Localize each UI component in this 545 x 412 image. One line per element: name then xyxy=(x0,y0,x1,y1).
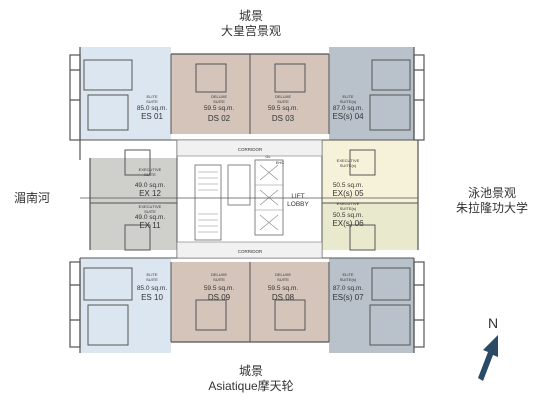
unit-code: EX(s) 06 xyxy=(332,219,364,228)
unit-ex12-fill xyxy=(90,158,177,203)
unit-es04: ELITE SUITE(s) 87.0 sq.m. ES(s) 04 xyxy=(332,94,364,121)
lift-lobby-label-1: LIFT xyxy=(291,193,304,200)
unit-code: ES 01 xyxy=(141,112,163,121)
unit-es10: ELITE SUITE 85.0 sq.m. ES 10 xyxy=(137,272,168,302)
unit-type: EXECUTIVE xyxy=(139,204,162,209)
view-east: 泳池景观 朱拉隆功大学 xyxy=(444,186,540,216)
unit-type-2: SUITE xyxy=(146,99,158,104)
unit-type: ELITE xyxy=(342,272,353,277)
stair-right xyxy=(227,164,251,206)
unit-area: 87.0 sq.m. xyxy=(333,285,364,292)
unit-type: DELUXE xyxy=(275,272,291,277)
unit-type-2: SUITE(s) xyxy=(340,277,357,282)
ehc-label: EHC xyxy=(276,160,285,165)
unit-code: DS 02 xyxy=(208,114,231,123)
unit-type: DELUXE xyxy=(211,272,227,277)
unit-area: 49.0 sq.m. xyxy=(135,214,166,221)
north-label: N xyxy=(488,315,498,331)
unit-code: ES(s) 04 xyxy=(332,112,364,121)
unit-type-2: SUITE xyxy=(213,277,225,282)
unit-ex11: EXECUTIVE SUITE 49.0 sq.m. EX 11 xyxy=(135,204,166,230)
view-west-text: 湄南河 xyxy=(14,191,51,205)
unit-type: DELUXE xyxy=(211,94,227,99)
unit-code: DS 03 xyxy=(272,114,295,123)
corridor-top-label: CORRIDOR xyxy=(238,147,263,152)
unit-type-2: SUITE xyxy=(277,99,289,104)
view-south: 城景 Asiatique摩天轮 xyxy=(196,364,306,394)
unit-type-2: SUITE xyxy=(146,277,158,282)
unit-es07: ELITE SUITE(s) 87.0 sq.m. ES(s) 07 xyxy=(332,272,364,302)
unit-type: DELUXE xyxy=(275,94,291,99)
view-north-line2: 大皇宫景观 xyxy=(220,24,281,38)
unit-type-2: SUITE(s) xyxy=(340,206,357,211)
unit-area: 59.5 sq.m. xyxy=(268,285,299,292)
unit-ex12: EXECUTIVE SUITE 49.0 sq.m. EX 12 xyxy=(135,167,166,198)
view-north-line1: 城景 xyxy=(238,9,263,23)
unit-type: EXECUTIVE xyxy=(337,158,360,163)
unit-ds03: DELUXE SUITE 59.5 sq.m. DS 03 xyxy=(268,94,299,123)
unit-es01: ELITE SUITE 85.0 sq.m. ES 01 xyxy=(137,94,168,121)
unit-code: ES 10 xyxy=(141,293,163,302)
lift-lobby-label-2: LOBBY xyxy=(287,201,309,208)
unit-code: EX 12 xyxy=(139,189,161,198)
unit-type: ELITE xyxy=(146,272,157,277)
unit-ds08-fill xyxy=(250,262,329,342)
unit-type-2: SUITE xyxy=(144,209,156,214)
core xyxy=(176,139,323,259)
unit-area: 49.0 sq.m. xyxy=(135,182,166,189)
view-south-line2: Asiatique摩天轮 xyxy=(208,379,294,393)
unit-code: EX(s) 05 xyxy=(332,189,364,198)
core-floor xyxy=(176,139,323,259)
stair-left xyxy=(194,164,222,241)
unit-ex05: EXECUTIVE SUITE(s) 50.5 sq.m. EX(s) 05 xyxy=(332,158,364,198)
north-compass: N xyxy=(478,315,498,381)
corridor-top-band xyxy=(176,139,323,157)
north-arrow-icon xyxy=(478,335,498,381)
unit-type-2: SUITE(s) xyxy=(340,163,357,168)
unit-ex06: EXECUTIVE SUITE(s) 50.5 sq.m. EX(s) 06 xyxy=(332,201,364,228)
unit-area: 85.0 sq.m. xyxy=(137,285,168,292)
unit-type: ELITE xyxy=(342,94,353,99)
lift-divisions xyxy=(255,164,283,231)
view-east-line1: 泳池景观 xyxy=(467,186,516,200)
unit-code: EX 11 xyxy=(139,221,161,230)
unit-ds09-fill xyxy=(171,262,250,342)
unit-ds03-fill xyxy=(250,54,329,134)
unit-type-2: SUITE xyxy=(144,172,156,177)
view-west: 湄南河 xyxy=(14,191,64,206)
unit-code: ES(s) 07 xyxy=(332,293,364,302)
view-east-line2: 朱拉隆功大学 xyxy=(455,201,528,215)
unit-type: EXECUTIVE xyxy=(139,167,162,172)
unit-ds08: DELUXE SUITE 59.5 sq.m. DS 08 xyxy=(268,272,299,302)
corridor-bottom-label: CORRIDOR xyxy=(238,249,263,254)
unit-type-2: SUITE xyxy=(277,277,289,282)
gl-label: GL xyxy=(265,154,271,159)
unit-area: 59.5 sq.m. xyxy=(268,105,299,112)
unit-type-2: SUITE(s) xyxy=(340,99,357,104)
unit-ex06-fill xyxy=(322,203,418,250)
corridor-bottom-band xyxy=(176,241,323,259)
unit-ds02: DELUXE SUITE 59.5 sq.m. DS 02 xyxy=(204,94,235,123)
unit-code: DS 09 xyxy=(208,293,231,302)
unit-area: 87.0 sq.m. xyxy=(333,105,364,112)
unit-area: 50.5 sq.m. xyxy=(333,212,364,219)
unit-type: EXECUTIVE xyxy=(337,201,360,206)
partition-walls xyxy=(80,54,418,346)
unit-ds02-fill xyxy=(171,54,250,134)
unit-area: 50.5 sq.m. xyxy=(333,182,364,189)
lift-shafts xyxy=(254,159,284,236)
unit-type: ELITE xyxy=(146,94,157,99)
unit-area: 85.0 sq.m. xyxy=(137,105,168,112)
unit-ds09: DELUXE SUITE 59.5 sq.m. DS 09 xyxy=(204,272,235,302)
unit-es01-fill xyxy=(80,47,171,140)
view-south-line1: 城景 xyxy=(238,364,263,378)
unit-code: DS 08 xyxy=(272,293,295,302)
unit-type-2: SUITE xyxy=(213,99,225,104)
unit-area: 59.5 sq.m. xyxy=(204,105,235,112)
unit-area: 59.5 sq.m. xyxy=(204,285,235,292)
stair-treads xyxy=(198,171,218,233)
view-north: 城景 大皇宫景观 xyxy=(211,9,291,39)
unit-ex11-fill xyxy=(90,203,177,250)
